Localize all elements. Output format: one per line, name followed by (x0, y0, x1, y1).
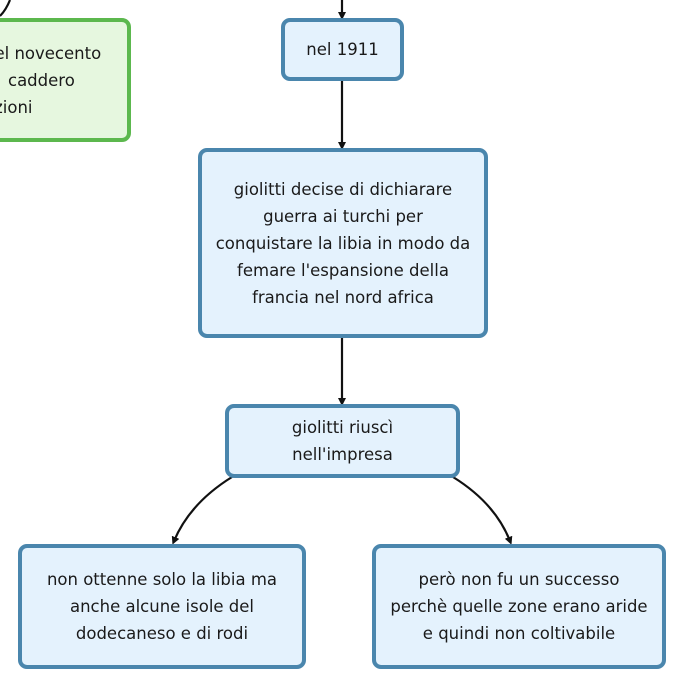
node-line: dodecaneso e di rodi (75, 624, 249, 643)
node-line: giolitti decise di dichiarare (233, 179, 453, 199)
node-line: del novecento (0, 43, 102, 63)
node-line: perchè quelle zone erano aride (390, 597, 648, 616)
connector-green-partial (0, 0, 12, 17)
node-line: caddero (8, 70, 75, 90)
node-line: conquistare la libia in modo da (215, 233, 471, 253)
node-green-partial[interactable]: del novecento caddero azioni (0, 18, 131, 142)
node-line: giolitti riuscì (291, 418, 394, 437)
connector-success-right (452, 476, 513, 545)
connector-success-left (171, 476, 233, 545)
node-right-outcome[interactable]: però non fu un successo perchè quelle zo… (372, 544, 666, 669)
node-left-outcome[interactable]: non ottenne solo la libia ma anche alcun… (18, 544, 306, 669)
node-line: francia nel nord africa (252, 287, 434, 307)
node-nel-1911[interactable]: nel 1911 (281, 18, 404, 81)
node-line: guerra ai turchi per (263, 206, 423, 226)
node-line: nell'impresa (292, 445, 393, 464)
node-line: non ottenne solo la libia ma (46, 570, 278, 589)
node-line: anche alcune isole del (69, 597, 255, 616)
node-decision[interactable]: giolitti decise di dichiarare guerra ai … (198, 148, 488, 338)
node-line: femare l'espansione della (237, 260, 449, 280)
node-line: e quindi non coltivabile (422, 624, 616, 643)
node-label: nel 1911 (306, 40, 379, 59)
node-line: azioni (0, 97, 33, 117)
node-line: però non fu un successo (418, 570, 620, 589)
node-success[interactable]: giolitti riuscì nell'impresa (225, 404, 460, 478)
